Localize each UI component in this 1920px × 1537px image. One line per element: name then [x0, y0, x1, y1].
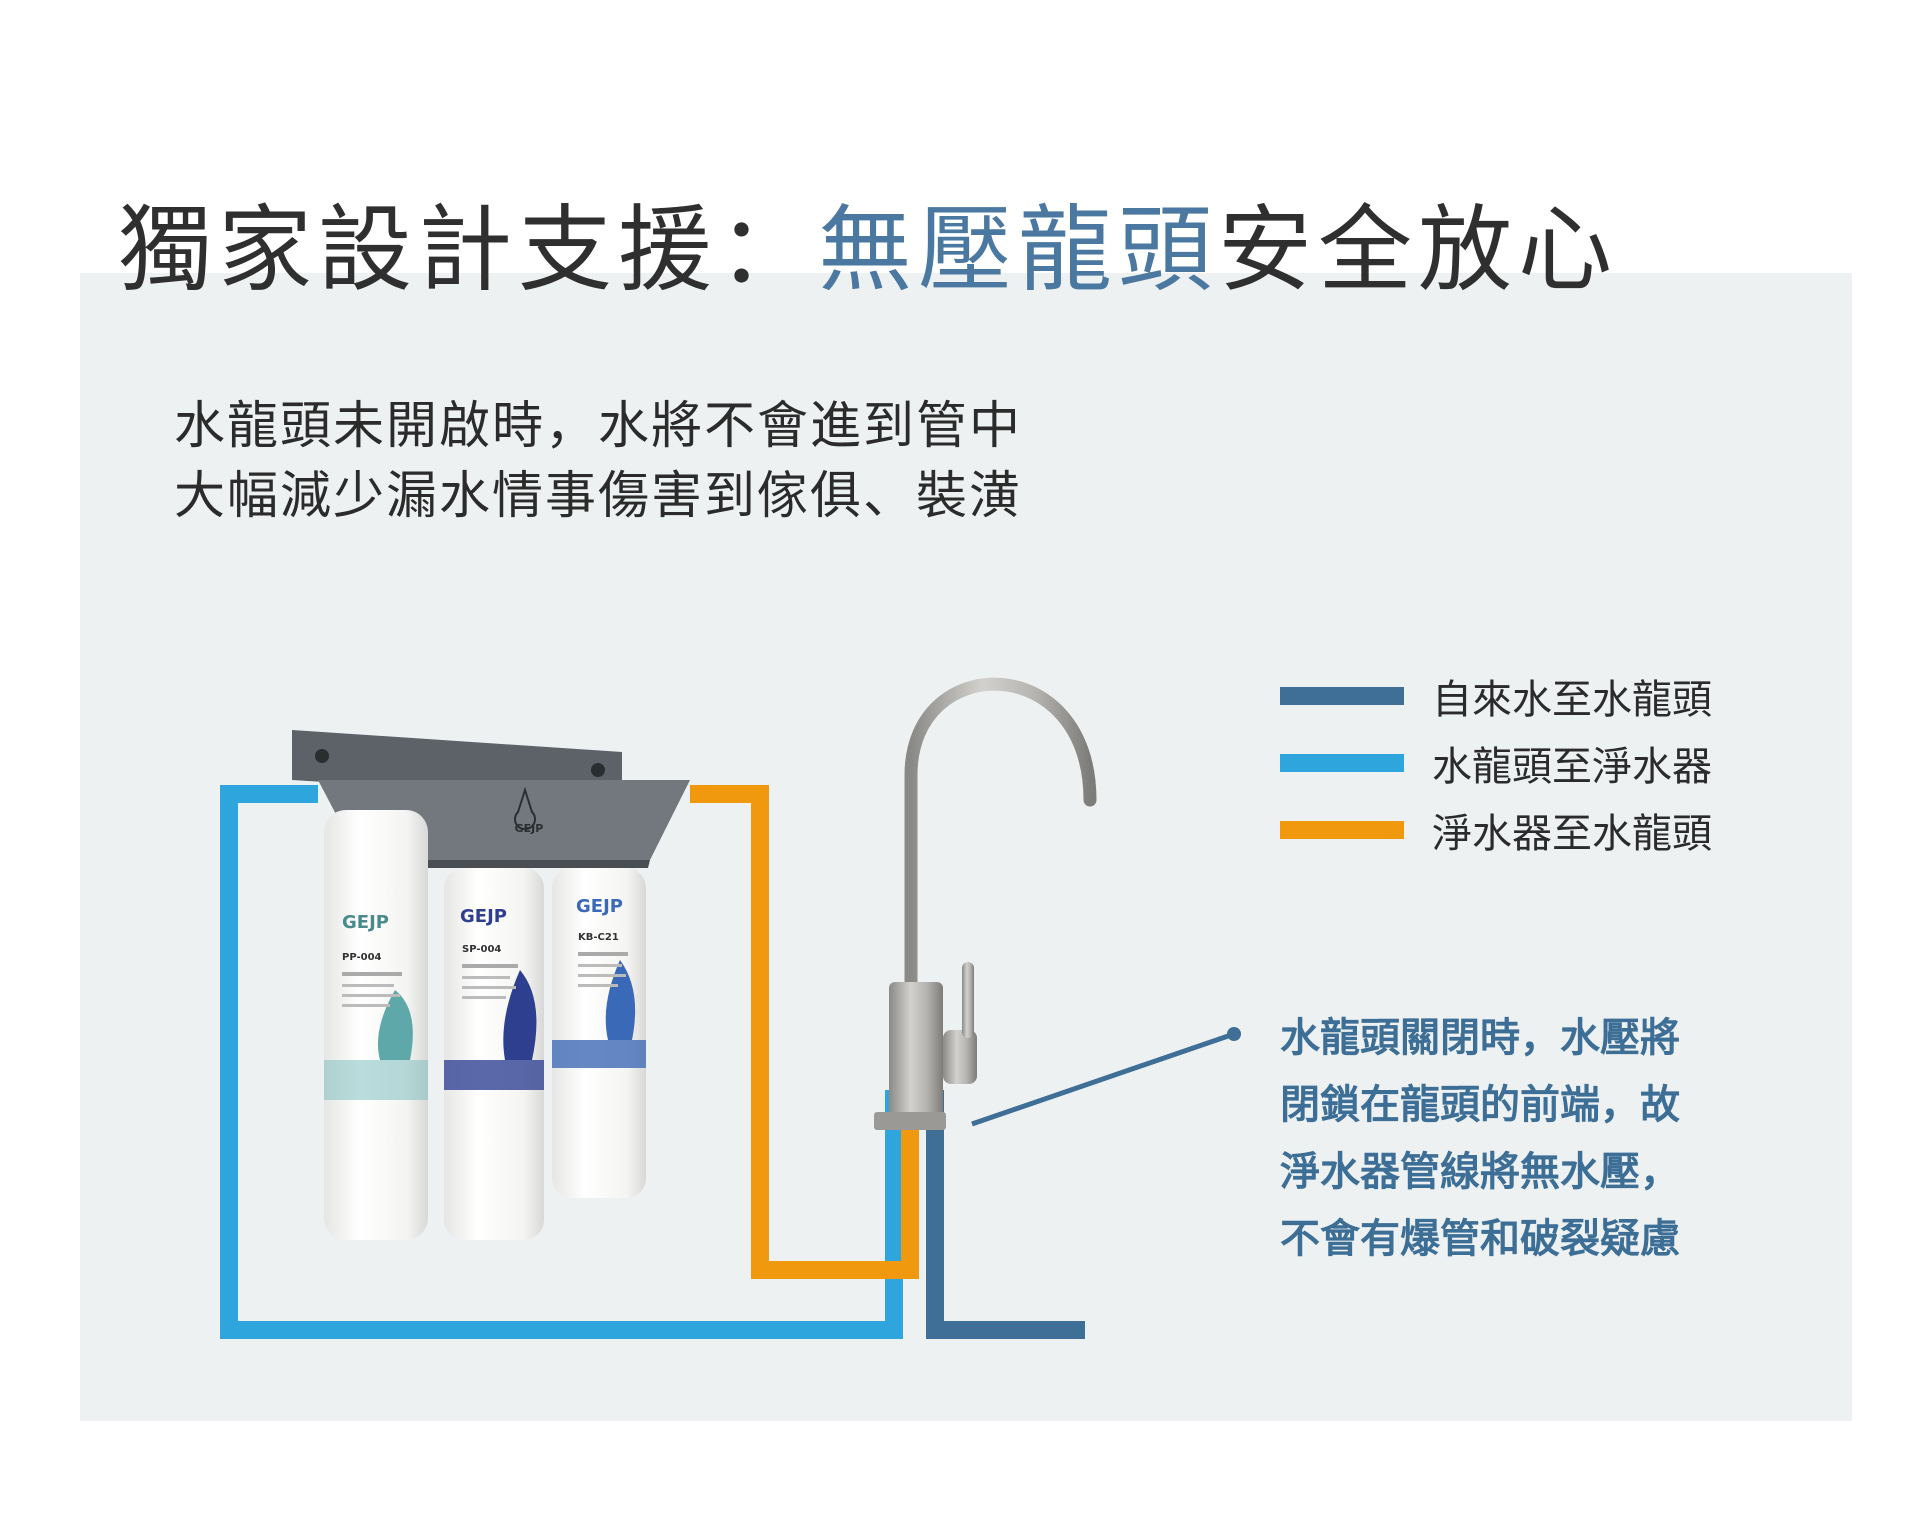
page-title: 獨家設計支援：無壓龍頭安全放心: [118, 195, 1618, 308]
cartridge-1-model: PP-004: [342, 952, 382, 963]
bracket-logo-text: GEJP: [515, 822, 544, 835]
cartridge-1-brand: GEJP: [342, 912, 389, 933]
intro-line-2: 大幅減少漏水情事傷害到傢俱、裝潢: [174, 467, 1023, 526]
note-line-1: 水龍頭關閉時，水壓將: [1280, 1014, 1680, 1061]
legend-swatch-to-purifier: [1280, 753, 1404, 772]
legend-label-mains: 自來水至水龍頭: [1432, 676, 1712, 723]
cartridge-2-model: SP-004: [462, 944, 501, 955]
filter-cartridge-1: GEJP PP-004: [324, 810, 428, 1240]
title-prefix: 獨家設計支援：: [118, 196, 819, 305]
title-suffix: 安全放心: [1218, 196, 1619, 305]
legend-item-to-tap: 淨水器至水龍頭: [1280, 796, 1712, 863]
legend-swatch-to-tap: [1280, 820, 1404, 839]
pipe-purifier-to-tap: [690, 785, 919, 1279]
note-line-4: 不會有爆管和破裂疑慮: [1280, 1215, 1680, 1262]
cartridge-2-brand: GEJP: [460, 906, 507, 927]
note-line-3: 淨水器管線將無水壓，: [1280, 1148, 1680, 1195]
intro-text: 水龍頭未開啟時，水將不會進到管中 大幅減少漏水情事傷害到傢俱、裝潢: [174, 392, 1022, 532]
callout-note: 水龍頭關閉時，水壓將 閉鎖在龍頭的前端，故 淨水器管線將無水壓， 不會有爆管和破…: [1280, 1004, 1680, 1272]
title-highlight: 無壓龍頭: [818, 196, 1219, 305]
callout-pointer: [971, 1027, 1241, 1127]
note-line-2: 閉鎖在龍頭的前端，故: [1280, 1081, 1680, 1128]
legend-label-to-purifier: 水龍頭至淨水器: [1432, 743, 1712, 790]
pipe-mains-to-tap: [926, 1090, 1085, 1339]
filter-cartridge-3: GEJP KB-C21: [552, 868, 646, 1198]
intro-line-1: 水龍頭未開啟時，水將不會進到管中: [174, 397, 1023, 456]
legend: 自來水至水龍頭 水龍頭至淨水器 淨水器至水龍頭: [1280, 662, 1712, 863]
faucet-tap: [874, 677, 1097, 1130]
cartridge-3-model: KB-C21: [578, 932, 619, 943]
cartridge-3-brand: GEJP: [576, 896, 623, 917]
legend-item-to-purifier: 水龍頭至淨水器: [1280, 729, 1712, 796]
legend-item-mains: 自來水至水龍頭: [1280, 662, 1712, 729]
filter-cartridge-2: GEJP SP-004: [444, 868, 544, 1240]
faucet-spout: [904, 677, 1097, 989]
legend-label-to-tap: 淨水器至水龍頭: [1432, 810, 1712, 857]
pipe-tap-to-purifier: [220, 785, 903, 1339]
legend-swatch-mains: [1280, 686, 1404, 705]
